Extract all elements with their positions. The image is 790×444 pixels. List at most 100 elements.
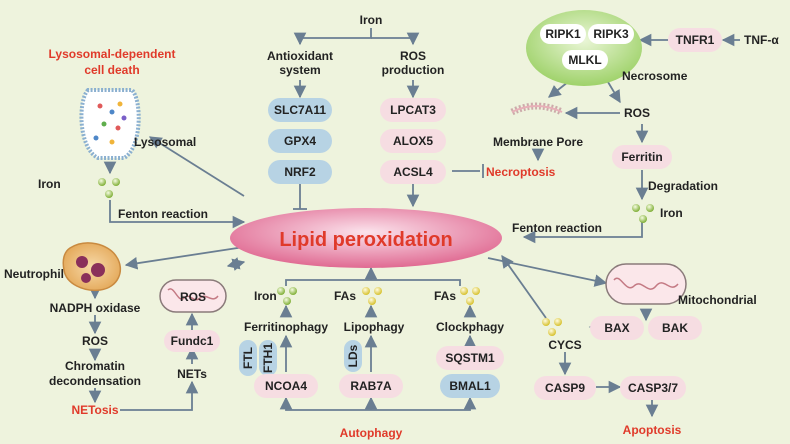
netosis-label: NETosis (71, 403, 118, 417)
lysosomal-title-2: cell death (84, 63, 139, 77)
clockphagy-label: Clockphagy (436, 320, 504, 334)
tnf-label: TNF-α (744, 33, 779, 47)
necro-fenton-label: Fenton reaction (512, 221, 602, 235)
antioxidant-label-1: Antioxidant (267, 49, 333, 63)
sqstm1-label: SQSTM1 (445, 351, 495, 365)
ncoa4-pill (254, 374, 318, 398)
acsl4-label: ACSL4 (393, 165, 433, 179)
necrosome-label: Necrosome (622, 69, 688, 83)
arrow-iron-to-antioxidant (293, 28, 372, 46)
arrow-necro-fenton (522, 222, 643, 244)
top-iron-label: Iron (360, 13, 383, 27)
sqstm1-pill (436, 346, 504, 370)
cycs-dots-icon (542, 318, 562, 336)
mitochondrial-label: Mitochondrial (678, 293, 757, 307)
autophagy-merge-line (285, 279, 461, 286)
lds-pill (344, 340, 362, 372)
gpx4-pill (268, 129, 332, 153)
casp37-label: CASP3/7 (628, 381, 678, 395)
lysosomal-fenton-label: Fenton reaction (118, 207, 208, 221)
ferritin-pill (612, 145, 672, 169)
ros-production-label-1: ROS (400, 49, 426, 63)
tnfr1-pill (668, 28, 722, 52)
bax-pill (590, 316, 644, 340)
ferritin-label: Ferritin (621, 150, 662, 164)
autophagy-iron-dots-icon (277, 287, 297, 305)
mlkl-label: MLKL (568, 53, 601, 67)
ferritinophagy-label: Ferritinophagy (244, 320, 328, 334)
arrow-autophagy-to-bmal1 (371, 396, 477, 411)
fth1-label: FTH1 (261, 343, 275, 373)
slc7a11-pill (268, 98, 332, 122)
slc7a11-label: SLC7A11 (274, 103, 326, 117)
autophagy-label: Autophagy (340, 426, 403, 440)
lpcat3-pill (380, 98, 446, 122)
neutrophil-label: Neutrophil (4, 267, 64, 281)
lpcat3-label: LPCAT3 (390, 103, 436, 117)
tnfr1-label: TNFR1 (676, 33, 715, 47)
nrf2-pill (268, 160, 332, 184)
fundc1-pill (164, 330, 220, 352)
necro-iron-dots-icon (632, 204, 654, 223)
nets-label: NETs (177, 367, 207, 381)
ripk1-label: RIPK1 (545, 27, 581, 41)
bax-label: BAX (604, 321, 629, 335)
lysosomal-iron-label: Iron (38, 177, 61, 191)
fas-label-2: FAs (434, 289, 456, 303)
bmal1-pill (440, 374, 500, 398)
casp9-label: CASP9 (545, 381, 585, 395)
bak-label: BAK (662, 321, 688, 335)
lysosomal-title-1: Lysosomal-dependent (49, 47, 176, 61)
ripk3-pill (588, 24, 634, 44)
degradation-label: Degradation (648, 179, 718, 193)
lysosome-icon (79, 88, 141, 160)
lds-label: LDs (346, 344, 360, 367)
arrow-mito-to-lipid (226, 257, 246, 271)
arrow-necrosome-to-ros (607, 81, 621, 104)
antioxidant-label-2: system (279, 63, 320, 77)
acsl4-pill (380, 160, 446, 184)
fas-dots-icon-2 (460, 287, 480, 305)
ripk3-label: RIPK3 (593, 27, 629, 41)
lipophagy-label: Lipophagy (344, 320, 405, 334)
neutrophil-icon (62, 242, 121, 292)
ripk1-pill (540, 24, 586, 44)
fas-label-1: FAs (334, 289, 356, 303)
bak-pill (648, 316, 702, 340)
gpx4-label: GPX4 (284, 134, 316, 148)
lysosomal-iron-dots-icon (98, 178, 120, 198)
rab7a-label: RAB7A (350, 379, 392, 393)
antioxidant-list: SLC7A11 GPX4 NRF2 (268, 98, 332, 184)
mlkl-pill (562, 50, 608, 70)
apoptosis-label: Apoptosis (623, 423, 682, 437)
arrow-lipid-to-neutrophil (124, 246, 245, 270)
autophagy-iron-label: Iron (254, 289, 277, 303)
necro-iron-label: Iron (660, 206, 683, 220)
lysosomal-label: Lysosomal (134, 135, 196, 149)
connectors (88, 28, 740, 418)
netosis-ros-label: ROS (82, 334, 108, 348)
ros-production-list: LPCAT3 ALOX5 ACSL4 (380, 98, 446, 184)
fundc1-label: Fundc1 (171, 334, 214, 348)
ftl-label: FTL (241, 347, 255, 369)
fth1-pill (259, 340, 277, 376)
necro-ros-label: ROS (624, 106, 650, 120)
arrow-cycs-to-lipid (501, 254, 547, 319)
lipid-peroxidation-ellipse (230, 208, 502, 268)
arrow-lipid-to-lysosome (148, 136, 245, 197)
mito-ros-label: ROS (180, 290, 206, 304)
lipid-peroxidation-label: Lipid peroxidation (279, 229, 452, 251)
membrane-pore-label: Membrane Pore (493, 135, 583, 149)
rab7a-pill (339, 374, 403, 398)
arrow-lysosomal-fenton (109, 200, 246, 229)
arrow-iron-to-ros (371, 32, 420, 46)
nadph-label: NADPH oxidase (50, 301, 141, 315)
cycs-label: CYCS (548, 338, 581, 352)
mitochondrion-icon-left (159, 279, 227, 313)
membrane-pore-icon (510, 102, 564, 116)
bmal1-label: BMAL1 (449, 379, 491, 393)
arrow-autophagy-to-ncoa4 (279, 396, 371, 411)
nrf2-label: NRF2 (284, 165, 316, 179)
